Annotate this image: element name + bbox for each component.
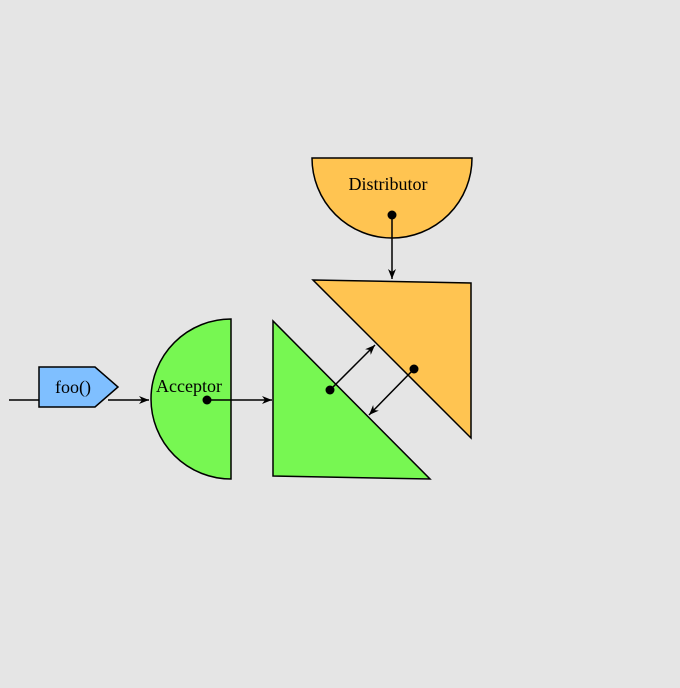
- acceptor-shape[interactable]: [150, 318, 232, 480]
- green-triangle-shape[interactable]: [272, 319, 432, 480]
- foo-call-shape[interactable]: [38, 366, 120, 408]
- orange-to-green-arrow: [368, 368, 415, 416]
- orange-triangle-shape[interactable]: [311, 279, 472, 440]
- acceptor-label: Acceptor: [156, 376, 222, 396]
- green-to-orange-arrow: [329, 344, 376, 391]
- distributor-shape[interactable]: [311, 157, 473, 239]
- distributor-label: Distributor: [349, 174, 428, 194]
- foo-label: foo(): [55, 377, 91, 398]
